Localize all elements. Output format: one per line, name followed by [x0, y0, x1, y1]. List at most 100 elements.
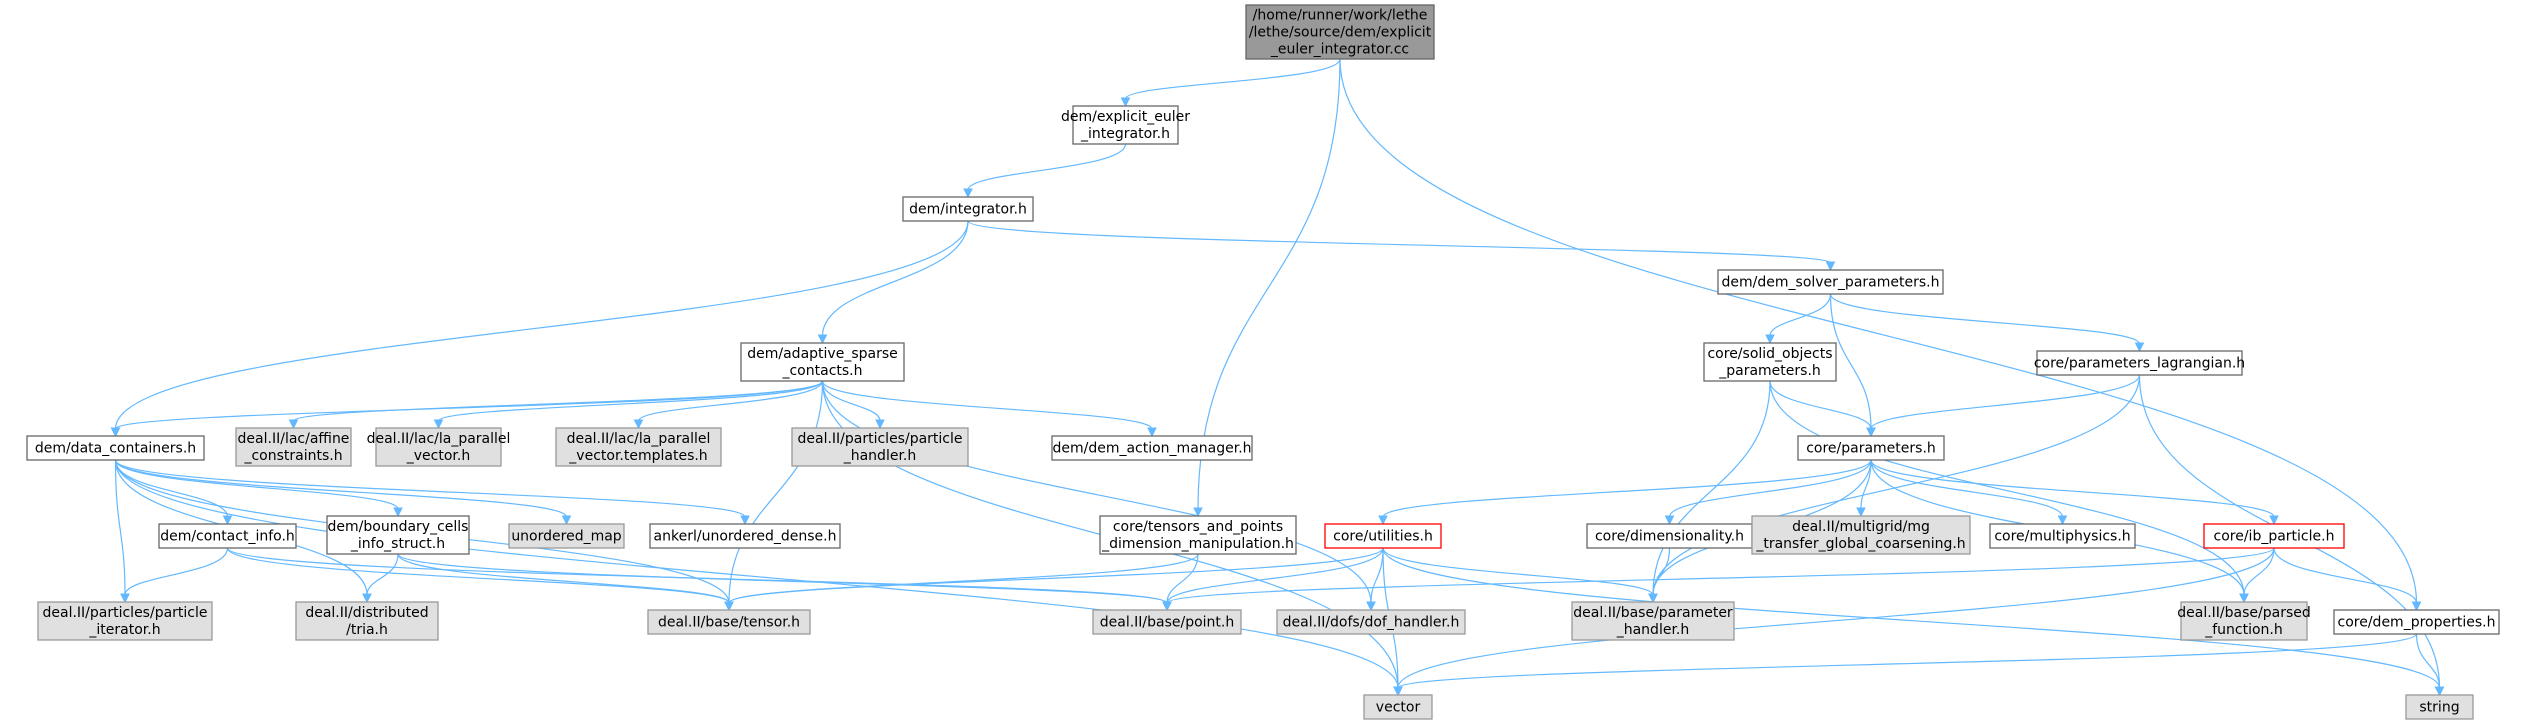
- edge-explicit-to-integrator: [963, 143, 1127, 199]
- node-label-line: dem/boundary_cells: [328, 519, 469, 535]
- node-label-line: core/dimensionality.h: [1595, 529, 1744, 545]
- edge-dem_properties-to-string: [2415, 633, 2445, 697]
- node-vector[interactable]: vector: [1363, 694, 1433, 720]
- node-label-line: _euler_integrator.cc: [1270, 42, 1409, 58]
- edge-line: [821, 220, 969, 337]
- edge-utilities-to-param_handler: [1382, 547, 1658, 604]
- node-adaptive[interactable]: dem/adaptive_sparse_contacts.h: [740, 342, 905, 382]
- node-tensor[interactable]: deal.II/base/tensor.h: [647, 609, 811, 635]
- node-label-line: _parameters.h: [1718, 363, 1821, 379]
- node-integrator[interactable]: dem/integrator.h: [902, 196, 1034, 222]
- node-box: [235, 427, 352, 467]
- node-solver-params[interactable]: dem/dem_solver_parameters.h: [1717, 269, 1944, 295]
- node-dem-properties[interactable]: core/dem_properties.h: [2333, 609, 2500, 635]
- node-label-line: _function.h: [2204, 622, 2283, 638]
- node-tensors-points[interactable]: core/tensors_and_points_dimension_manipu…: [1099, 515, 1297, 555]
- edge-arrowhead: [724, 601, 734, 612]
- node-label-line: _info_struct.h: [350, 536, 445, 552]
- node-box: [1324, 523, 1442, 549]
- edge-line: [292, 380, 824, 422]
- edge-line: [1870, 459, 2064, 518]
- node-contact-info[interactable]: dem/contact_info.h: [158, 523, 297, 549]
- node-dof-handler[interactable]: deal.II/dofs/dof_handler.h: [1276, 609, 1466, 635]
- node-ankerl[interactable]: ankerl/unordered_dense.h: [649, 523, 841, 549]
- node-box: [1703, 342, 1837, 382]
- node-label-line: deal.II/dofs/dof_handler.h: [1283, 615, 1460, 631]
- node-data-containers[interactable]: dem/data_containers.h: [26, 435, 205, 461]
- edge-line: [1829, 293, 2141, 345]
- node-label-line: dem/dem_solver_parameters.h: [1722, 275, 1940, 291]
- edge-line: [397, 553, 730, 604]
- node-box: [2203, 523, 2345, 549]
- edge-solid_objects-to-parsed_function: [1769, 380, 2249, 604]
- node-label-line: deal.II/particles/particle: [42, 605, 207, 621]
- node-label-line: core/multiphysics.h: [1994, 529, 2130, 545]
- edge-arrowhead: [817, 334, 828, 345]
- edge-data_containers-to-ankerl: [114, 459, 750, 526]
- node-solid-objects[interactable]: core/solid_objects_parameters.h: [1703, 342, 1837, 382]
- node-box: [1276, 609, 1466, 635]
- node-multiphysics[interactable]: core/multiphysics.h: [1989, 523, 2136, 549]
- node-tria[interactable]: deal.II/distributed/tria.h: [295, 601, 439, 641]
- node-box: [2405, 694, 2474, 720]
- edge-line: [637, 380, 824, 422]
- edge-line: [1124, 58, 1341, 100]
- node-point[interactable]: deal.II/base/point.h: [1092, 609, 1242, 635]
- node-label-line: core/utilities.h: [1333, 529, 1433, 545]
- edge-arrowhead: [2269, 515, 2279, 526]
- edge-contact_info-to-particle_iterator: [120, 547, 229, 604]
- node-core-params[interactable]: core/parameters.h: [1797, 435, 1945, 461]
- node-label-line: deal.II/base/point.h: [1100, 615, 1235, 631]
- node-parsed-function[interactable]: deal.II/base/parsed_function.h: [2177, 601, 2311, 641]
- edge-arrowhead: [2411, 601, 2422, 612]
- edge-line: [967, 220, 1832, 264]
- edge-arrowhead: [1120, 97, 1131, 108]
- node-affine[interactable]: deal.II/lac/affine_constraints.h: [235, 427, 352, 467]
- node-particle-iterator[interactable]: deal.II/particles/particle_iterator.h: [37, 601, 213, 641]
- node-ib-particle[interactable]: core/ib_particle.h: [2203, 523, 2345, 549]
- node-label-line: core/tensors_and_points: [1113, 519, 1283, 535]
- node-unordered-map[interactable]: unordered_map: [508, 523, 625, 549]
- node-box: [326, 515, 470, 555]
- node-box: [791, 427, 969, 467]
- edge-adaptive-to-affine: [288, 380, 824, 430]
- edge-arrowhead: [1825, 261, 1836, 272]
- edge-line: [1870, 374, 2141, 430]
- edge-core_params-to-ib_particle: [1870, 459, 2279, 526]
- node-explicit[interactable]: dem/explicit_euler_integrator.h: [1061, 105, 1190, 145]
- edge-dem_properties-to-vector: [1393, 633, 2418, 697]
- node-box: [1363, 694, 1433, 720]
- edge-core_params-to-utilities: [1378, 459, 1872, 526]
- node-label-line: deal.II/base/tensor.h: [658, 615, 800, 631]
- edge-line: [124, 547, 229, 596]
- edge-line: [728, 547, 1384, 604]
- edge-integrator-to-solver_params: [967, 220, 1836, 272]
- edge-line: [821, 380, 881, 422]
- edge-line: [114, 220, 969, 430]
- edge-arrowhead: [120, 593, 130, 604]
- node-label-line: /lethe/source/dem/explicit: [1249, 25, 1432, 41]
- edge-core_params-to-multiphysics: [1870, 459, 2068, 526]
- node-action-manager[interactable]: dem/dem_action_manager.h: [1051, 435, 1253, 461]
- node-root[interactable]: /home/runner/work/lethe/lethe/source/dem…: [1245, 4, 1435, 60]
- node-box: [1092, 609, 1242, 635]
- node-mg-transfer[interactable]: deal.II/multigrid/mg_transfer_global_coa…: [1751, 515, 1971, 555]
- node-param-handler[interactable]: deal.II/base/parameter_handler.h: [1571, 601, 1735, 641]
- node-utilities[interactable]: core/utilities.h: [1324, 523, 1442, 549]
- node-label-line: /home/runner/work/lethe: [1253, 8, 1428, 24]
- node-boundary-cells[interactable]: dem/boundary_cells_info_struct.h: [326, 515, 470, 555]
- node-la-vector[interactable]: deal.II/lac/la_parallel_vector.h: [367, 427, 511, 467]
- node-la-vector-t[interactable]: deal.II/lac/la_parallel_vector.templates…: [555, 427, 722, 467]
- node-particle-handler[interactable]: deal.II/particles/particle_handler.h: [791, 427, 969, 467]
- edge-arrowhead: [963, 188, 973, 199]
- node-dimensionality[interactable]: core/dimensionality.h: [1586, 523, 1753, 549]
- node-params-lagrangian[interactable]: core/parameters_lagrangian.h: [2034, 350, 2245, 376]
- edge-arrowhead: [362, 593, 372, 604]
- node-label-line: core/dem_properties.h: [2338, 615, 2496, 631]
- edge-line: [114, 459, 746, 518]
- edge-root-to-tensors_points: [1193, 58, 1341, 518]
- node-box: [508, 523, 625, 549]
- node-string[interactable]: string: [2405, 694, 2474, 720]
- node-label-line: deal.II/base/parameter: [1573, 605, 1733, 621]
